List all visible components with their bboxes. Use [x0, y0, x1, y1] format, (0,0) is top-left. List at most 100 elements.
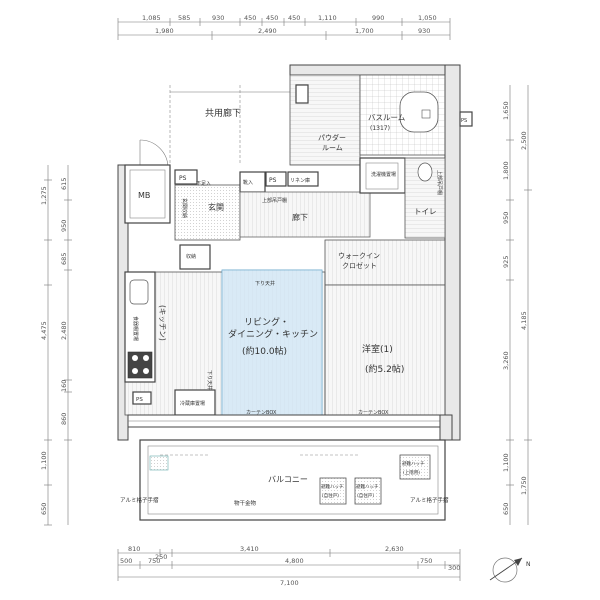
top-dimensions: 1,085 585 930 450 450 450 1,110 990 1,05… — [117, 14, 451, 40]
label-living-size: (約10.0帖) — [242, 345, 287, 357]
left-dimensions: 1,275 950 685 4,475 2,480 160 860 1,100 … — [40, 165, 72, 526]
dim-right-5: 3,260 — [502, 351, 510, 370]
washer-toilet: 洗濯機置場 トイレ 上部吊戸棚 — [359, 157, 446, 239]
dim-left-6: 160 — [60, 380, 68, 392]
label-shoe-box: 下足入 — [196, 181, 211, 187]
dim-right-outer-1: 2,500 — [520, 131, 528, 150]
label-upper-cupboard: 上部吊戸棚 — [436, 170, 443, 195]
label-powder-1: パウダー — [318, 133, 346, 142]
dim-left-4: 4,475 — [40, 321, 48, 340]
label-hatch-2a: 避難ハッチ — [356, 483, 379, 490]
label-walkin-2: クロゼット — [342, 261, 377, 270]
dim-bottom-row2-2: 750 — [148, 557, 160, 565]
dim-right-4: 925 — [502, 256, 510, 268]
label-storage-entry: 収納 — [186, 253, 196, 260]
dim-bottom-row2-4: 750 — [420, 557, 432, 565]
label-mb: MB — [138, 191, 150, 200]
label-entrance: 玄関 — [208, 202, 224, 212]
label-common-corridor: 共用廊下 — [205, 107, 241, 119]
dim-bottom-3: 3,410 — [240, 545, 259, 553]
dim-bottom-row2-1: 500 — [120, 557, 132, 565]
label-living-2: ダイニング・キッチン — [228, 328, 318, 340]
dim-top-4: 450 — [244, 14, 256, 22]
dim-top-2: 585 — [178, 14, 190, 22]
label-laundry-hanger: 物干金物 — [234, 499, 257, 507]
entrance-area: 玄関 下足入 玄関収納 靴入 — [174, 171, 266, 241]
label-kitchen: (キッチン) — [158, 305, 167, 341]
label-ps-3: PS — [461, 118, 467, 124]
label-western: 洋室(1) — [362, 343, 393, 355]
dim-right-3: 950 — [502, 212, 510, 224]
label-curtain-box-2: カーテンBOX — [358, 410, 389, 416]
label-hatch-3b: (上階用) — [403, 469, 420, 476]
bathroom: バスルーム (1317) PS — [359, 74, 473, 156]
dim-top-row2-3: 1,700 — [355, 27, 374, 35]
living-dining-kitchen: (キッチン) 食器棚置場 収納 下り天井 リビング・ ダイニング・キッチン (約… — [124, 244, 326, 416]
dim-bottom-row2-5: 300 — [448, 564, 460, 572]
label-upper-cabinet: 上部吊戸棚 — [262, 197, 287, 204]
dim-bottom-total: 7,100 — [280, 579, 299, 587]
dim-top-3: 930 — [212, 14, 224, 22]
label-linen: リネン庫 — [290, 177, 310, 184]
label-western-size: (約5.2帖) — [365, 363, 404, 375]
dim-right-2: 1,800 — [502, 161, 510, 180]
dim-left-inner-1: 615 — [60, 178, 68, 190]
dim-right-7: 650 — [502, 503, 510, 515]
label-hatch-1a: 避難ハッチ — [321, 483, 344, 490]
dim-top-row2-4: 930 — [418, 27, 430, 35]
dim-top-row2-2: 2,490 — [258, 27, 277, 35]
dim-right-outer-3: 1,750 — [520, 476, 528, 495]
label-ps-1: PS — [179, 175, 187, 182]
label-toilet: トイレ — [414, 207, 437, 216]
label-alu-rail-left: アルミ格子手摺 — [120, 496, 159, 504]
dim-top-7: 1,110 — [318, 14, 337, 22]
label-bathroom-size: (1317) — [370, 125, 390, 132]
dim-left-2: 950 — [60, 220, 68, 232]
label-ps-4: PS — [136, 397, 143, 403]
dim-top-6: 450 — [288, 14, 300, 22]
dim-right-6: 1,100 — [502, 453, 510, 472]
corridor-area: 廊下 PS リネン庫 上部吊戸棚 — [239, 171, 371, 238]
dim-left-1: 1,275 — [40, 186, 48, 205]
dim-top-5: 450 — [266, 14, 278, 22]
western-room: 洋室(1) (約5.2帖) カーテンBOX — [324, 284, 446, 416]
label-ceiling-low: 下り天井 — [255, 280, 275, 287]
common-corridor-area: 共用廊下 — [139, 85, 290, 169]
label-fridge: 冷蔵庫置場 — [180, 400, 205, 407]
dim-right-1: 1,650 — [502, 101, 510, 120]
label-walkin-1: ウォークイン — [338, 252, 380, 260]
powder-room: パウダー ルーム — [289, 74, 361, 166]
dim-top-8: 990 — [372, 14, 384, 22]
label-bathroom: バスルーム — [368, 113, 405, 122]
label-hatch-1b: (自住戸) — [322, 492, 339, 499]
label-hatch-3a: 避難ハッチ — [402, 460, 425, 467]
window-wall — [127, 414, 453, 441]
label-washer: 洗濯機置場 — [371, 171, 396, 178]
mb-block: MB PS — [124, 164, 198, 224]
dim-left-9: 650 — [40, 503, 48, 515]
right-dimensions: 1,650 1,800 950 925 3,260 1,100 650 2,50… — [502, 85, 532, 525]
label-balcony: バルコニー — [268, 475, 308, 484]
dim-left-3: 685 — [60, 253, 68, 265]
label-entrance-storage: 玄関収納 — [181, 198, 188, 218]
dim-right-outer-2: 4,185 — [520, 311, 528, 330]
label-powder-2: ルーム — [322, 144, 343, 152]
dim-bottom-2: 250 — [155, 553, 167, 561]
label-corridor: 廊下 — [292, 212, 308, 222]
label-shoe-cabinet: 靴入 — [243, 179, 253, 186]
label-ceiling-low-2: 下り天井 — [206, 370, 213, 390]
compass-icon: N — [489, 557, 531, 583]
dim-top-row2-1: 1,980 — [155, 27, 174, 35]
balcony: バルコニー 物干金物 アルミ格子手摺 アルミ格子手摺 避難ハッチ (自住戸) 避… — [120, 439, 449, 521]
dim-top-9: 1,050 — [418, 14, 437, 22]
label-curtain-box-1: カーテンBOX — [246, 410, 277, 416]
compass-label: N — [526, 561, 531, 568]
dim-left-7: 860 — [60, 413, 68, 425]
dim-bottom-4: 2,630 — [385, 545, 404, 553]
dim-left-8: 1,100 — [40, 451, 48, 470]
label-food-storage: 食器棚置場 — [132, 316, 139, 341]
dim-top-1: 1,085 — [142, 14, 161, 22]
dim-left-5: 2,480 — [60, 321, 68, 340]
